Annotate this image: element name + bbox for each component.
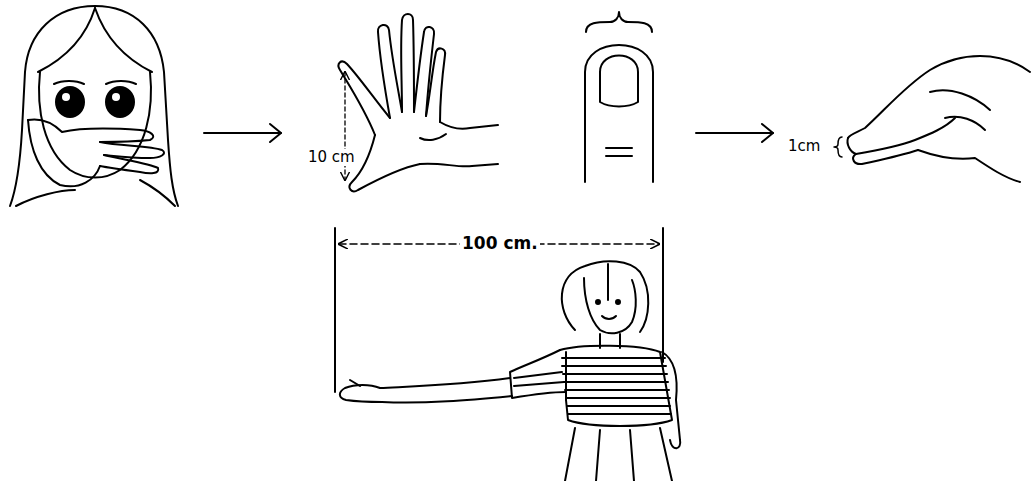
span-dimension [335,228,663,392]
width-bracket [586,12,652,32]
dimension-label: 10 cm [306,149,357,166]
finger [585,12,653,182]
pinching-hand [834,56,1030,182]
dimension-label: 100 cm. [460,234,540,253]
length-brace [834,137,842,157]
dimension-label: 1cm [786,138,822,155]
girl-face [10,6,178,206]
girl-arm-span [340,261,680,481]
spread-hand [339,14,498,191]
